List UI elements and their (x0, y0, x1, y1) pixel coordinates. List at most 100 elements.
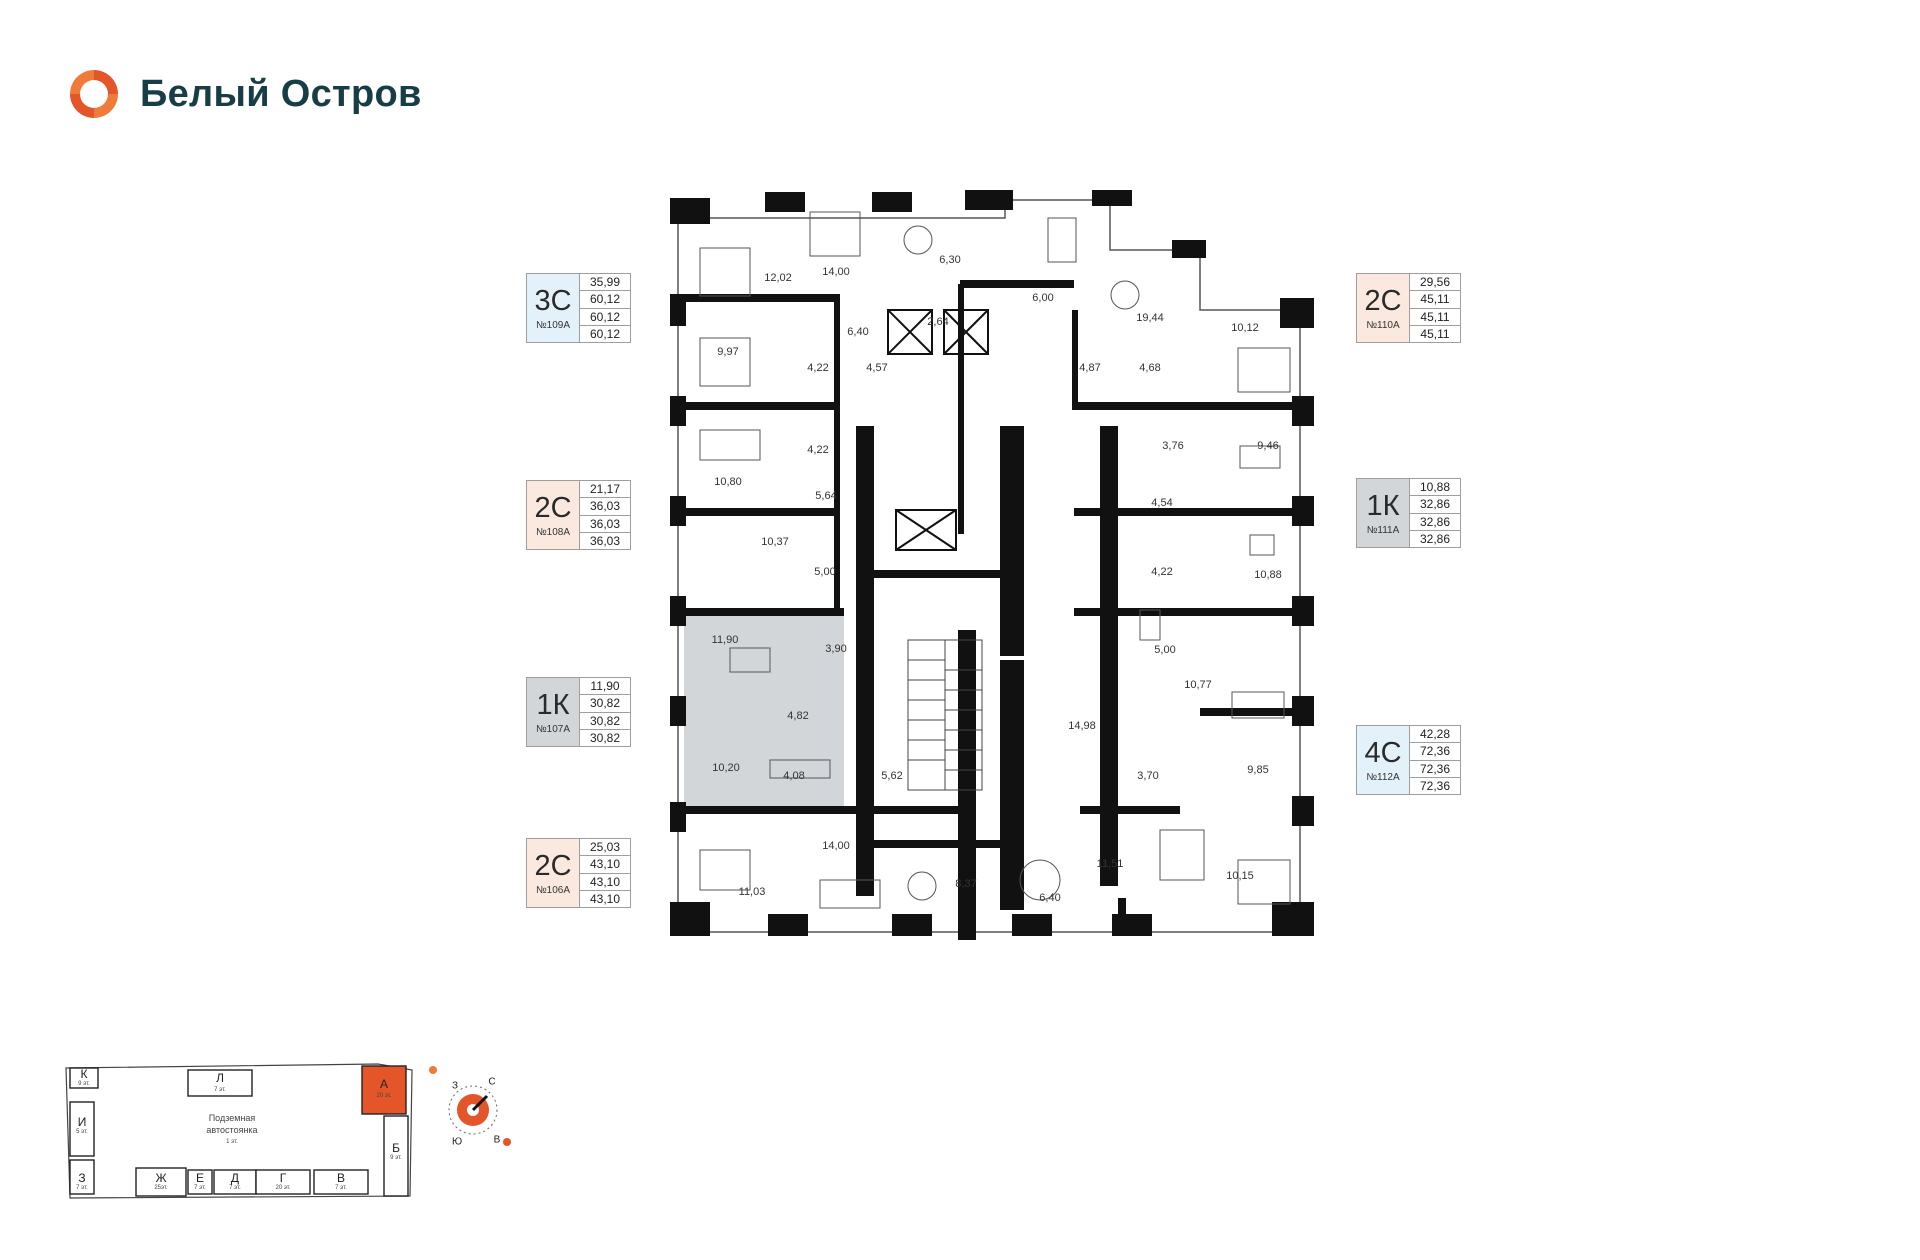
parking-label-line1: Подземная (208, 1113, 256, 1123)
unit-area: 43,10 (580, 872, 630, 890)
compass-east: В (493, 1134, 501, 1146)
unit-area: 29,56 (1419, 275, 1451, 290)
site-section-floors: 7 эт. (214, 1087, 226, 1093)
unit-area: 35,99 (589, 275, 621, 290)
site-section-letter: Е (195, 1171, 205, 1185)
room-area: 6,00 (1032, 292, 1054, 304)
room-area: 12,02 (764, 272, 792, 284)
unit-number: №110А (1366, 319, 1400, 331)
unit-number: №109А (535, 319, 571, 331)
bed-icon (1237, 347, 1291, 393)
room-area: 5,00 (1154, 644, 1176, 656)
apartment-107a-highlight (684, 616, 844, 808)
site-section-floors: 7 эт. (229, 1185, 241, 1191)
room-area: 14,00 (822, 840, 850, 852)
section-a-highlight (361, 1065, 407, 1115)
site-map-drawing (65, 1063, 413, 1199)
compass-west: З (451, 1080, 459, 1092)
room-area: 4,22 (1151, 566, 1173, 578)
site-section-letter: З (78, 1171, 86, 1185)
unit-area: 72,36 (1410, 759, 1460, 777)
bed-icon (1237, 859, 1291, 905)
room-area: 4,54 (1151, 497, 1173, 509)
site-section-letter: К (80, 1067, 88, 1081)
room-area: 11,51 (1096, 858, 1124, 870)
unit-area: 30,82 (580, 728, 630, 746)
unit-number: №111А (1366, 524, 1400, 536)
room-area: 4,08 (783, 770, 805, 782)
room-area: 5,62 (881, 770, 903, 782)
unit-area: 11,90 (590, 679, 620, 694)
room-area: 4,82 (787, 710, 809, 722)
room-area: 11,03 (738, 886, 766, 898)
dining-table-icon (903, 225, 933, 255)
unit-type-box: 2С №106А (526, 838, 579, 908)
kitchen-sink-icon (1139, 609, 1161, 641)
unit-area: 45,11 (1410, 307, 1460, 325)
room-area: 19,44 (1136, 312, 1164, 324)
unit-areas: 11,90 30,82 30,82 30,82 (579, 677, 631, 747)
bed-icon (699, 849, 751, 891)
room-area: 4,22 (807, 362, 829, 374)
unit-type-box: 1К №111А (1356, 478, 1409, 548)
site-section-floors: 7 эт. (194, 1185, 206, 1191)
compass-north: С (488, 1076, 496, 1088)
unit-areas: 25,03 43,10 43,10 43,10 (579, 838, 631, 908)
unit-areas: 42,28 72,36 72,36 72,36 (1409, 725, 1461, 795)
unit-number: №112А (1366, 771, 1400, 783)
site-section-letter: Л (216, 1071, 224, 1085)
unit-card-110a[interactable]: 2С №110А 29,56 45,11 45,11 45,11 (1356, 273, 1461, 343)
unit-area: 43,10 (580, 889, 630, 907)
bathtub-icon (1019, 859, 1061, 901)
room-area: 4,22 (807, 444, 829, 456)
unit-type: 2С (1364, 284, 1402, 317)
unit-card-112a[interactable]: 4С №112А 42,28 72,36 72,36 72,36 (1356, 725, 1461, 795)
unit-area: 10,88 (1419, 480, 1451, 495)
unit-area: 30,82 (580, 711, 630, 729)
site-section-floors: 9 эт. (390, 1155, 402, 1161)
room-area: 3,76 (1162, 440, 1184, 452)
unit-area: 72,36 (1410, 776, 1460, 794)
site-section-floors: 7 эт. (335, 1185, 347, 1191)
room-area: 10,15 (1226, 870, 1254, 882)
unit-number: №108А (535, 526, 571, 538)
unit-area: 32,86 (1410, 495, 1460, 512)
unit-type-box: 2С №110А (1356, 273, 1409, 343)
parking-floors: 1 эт. (226, 1139, 238, 1145)
room-area: 8,37 (955, 878, 977, 890)
unit-area: 36,03 (580, 514, 630, 532)
room-area: 9,85 (1247, 764, 1269, 776)
unit-card-106a[interactable]: 2С №106А 25,03 43,10 43,10 43,10 (526, 838, 631, 908)
dining-table-icon (1110, 280, 1140, 310)
room-area: 4,57 (866, 362, 888, 374)
brand[interactable]: Белый Остров (64, 64, 422, 124)
unit-card-109a[interactable]: 3С №109А 35,99 60,12 60,12 60,12 (526, 273, 631, 343)
unit-area: 60,12 (580, 324, 630, 342)
room-area: 11,90 (711, 634, 739, 646)
unit-area: 30,82 (580, 694, 630, 711)
unit-type-box: 1К №107А (526, 677, 579, 747)
site-section-letter: Б (392, 1141, 400, 1155)
site-section-letter: Ж (155, 1171, 167, 1185)
unit-card-108a[interactable]: 2С №108А 21,17 36,03 36,03 36,03 (526, 480, 631, 550)
unit-card-107a[interactable]: 1К №107А 11,90 30,82 30,82 30,82 (526, 677, 631, 747)
room-area: 4,68 (1139, 362, 1161, 374)
site-section-floors: 20 эт. (275, 1185, 291, 1191)
unit-area: 60,12 (580, 307, 630, 325)
room-area: 4,87 (1079, 362, 1101, 374)
compass-south: Ю (451, 1136, 463, 1148)
brand-name: Белый Остров (140, 72, 422, 115)
unit-area: 42,28 (1419, 727, 1451, 742)
unit-area: 45,11 (1410, 324, 1460, 342)
unit-area: 60,12 (580, 290, 630, 307)
bed-icon (1159, 829, 1205, 881)
brand-logo-icon (70, 70, 118, 118)
site-map: К 9 эт. Л 7 эт. А 20 эт. И 5 эт. Б 9 эт.… (60, 1060, 420, 1210)
room-area: 6,30 (939, 254, 961, 266)
dining-table-icon (907, 871, 937, 901)
unit-area: 25,03 (589, 840, 621, 855)
unit-area: 36,03 (580, 497, 630, 514)
sofa-icon (699, 429, 761, 461)
site-section-letter: Д (230, 1171, 240, 1185)
unit-card-111a[interactable]: 1К №111А 10,88 32,86 32,86 32,86 (1356, 478, 1461, 548)
